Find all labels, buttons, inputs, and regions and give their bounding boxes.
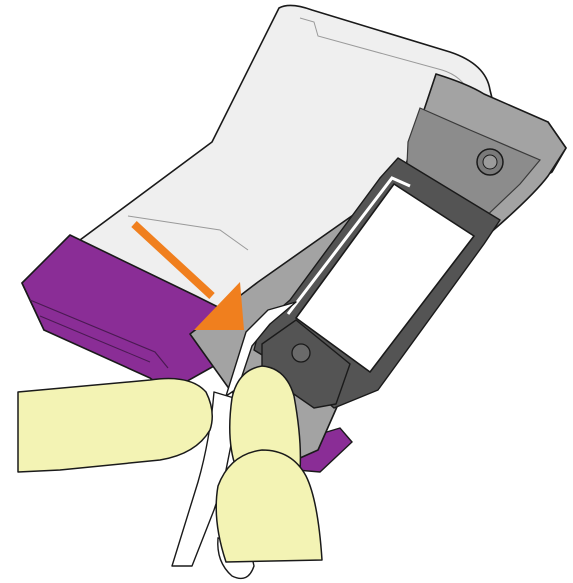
- glove-finger-left: [18, 379, 212, 473]
- screw-slot-top: [483, 155, 497, 169]
- screw-head-bottom: [292, 344, 310, 362]
